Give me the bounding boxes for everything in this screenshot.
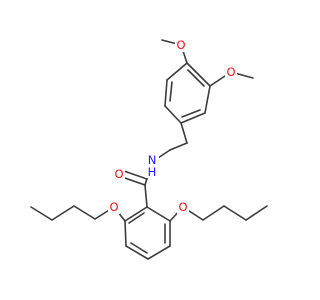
ring-a-bond-5 [164,79,168,107]
ring-a-double-1 [187,69,205,87]
bond-c2-c3-right [223,205,247,221]
bond-c1-c2-right [202,205,225,221]
ring-a-bond-6 [166,62,188,81]
ring-b-double-2 [130,242,148,254]
bond-carbonyl-ring [144,184,148,208]
atom-o-methoxy-right: O [226,65,235,79]
bond-c3-c4-left [30,206,53,221]
bond-ring-ch2 [180,122,188,144]
ring-a-double-3 [169,81,173,102]
ring-a-bond-2 [204,85,211,114]
atom-o-butoxy-left: O [109,200,118,214]
ring-b-bond-2 [124,220,127,247]
ring-b-double-1 [128,212,145,224]
bond-c-o-double-2 [123,170,148,180]
bond-c2-c3-left [51,205,75,221]
ring-b-bond-3 [125,245,149,260]
bond-c3-c4-right [245,205,268,221]
ring-a-double-2 [181,109,201,118]
atom-n-amide: N [148,153,157,167]
atom-o-carbonyl: O [114,167,123,181]
ring-a-bond-1 [186,62,211,87]
bond-ch2-ch2 [169,142,188,151]
bonds [30,39,268,260]
atom-labels: O O N H O O O [108,38,237,214]
bond-c1-c2-left [73,205,96,220]
ring-b-bond-1 [124,206,148,222]
ring-a-bond-3 [180,112,206,124]
structure-diagram: O O N H O O O [30,38,268,260]
atom-h-amide: H [148,165,157,179]
bond-c-o-double-1 [121,176,146,186]
ring-b-bond-6 [146,206,171,222]
ring-b-bond-4 [147,245,171,260]
molecule-drawing: O O N H O O O [30,38,268,260]
atom-o-butoxy-right: O [178,200,187,214]
atom-o-methoxy-top: O [176,38,185,52]
ring-a-bond-4 [164,105,182,124]
